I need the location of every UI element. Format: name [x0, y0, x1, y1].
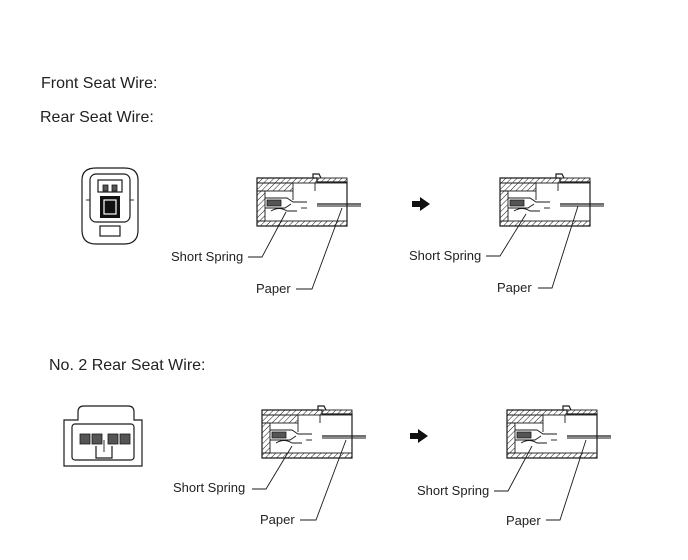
rear-seat-wire-heading: Rear Seat Wire: [40, 109, 154, 126]
no2-rear-seat-wire-section-before [261, 405, 367, 459]
no2-rear-seat-wire-heading: No. 2 Rear Seat Wire: [49, 357, 206, 374]
paper-label-2b: Paper [506, 513, 541, 528]
short-spring-label-2b: Short Spring [417, 483, 490, 498]
short-spring-label-1b: Short Spring [409, 248, 482, 263]
right-arrow-icon-2 [410, 429, 428, 443]
front-seat-wire-heading: Front Seat Wire: [41, 75, 158, 92]
right-arrow-icon [412, 197, 430, 211]
paper-label-1b: Paper [497, 280, 532, 295]
leader-lines-row2 [252, 439, 587, 521]
short-spring-label-2a: Short Spring [173, 480, 246, 495]
rear-seat-wire-section-before [256, 173, 362, 227]
no2-rear-seat-wire-section-after [506, 405, 612, 459]
leader-lines-row1 [248, 205, 579, 290]
paper-label-2a: Paper [260, 512, 295, 527]
paper-label-1a: Paper [256, 281, 291, 296]
connector-front-view-icon-no2 [63, 405, 143, 467]
connector-front-view-icon [81, 167, 139, 245]
short-spring-label-1a: Short Spring [171, 249, 244, 264]
rear-seat-wire-section-after [499, 173, 605, 227]
